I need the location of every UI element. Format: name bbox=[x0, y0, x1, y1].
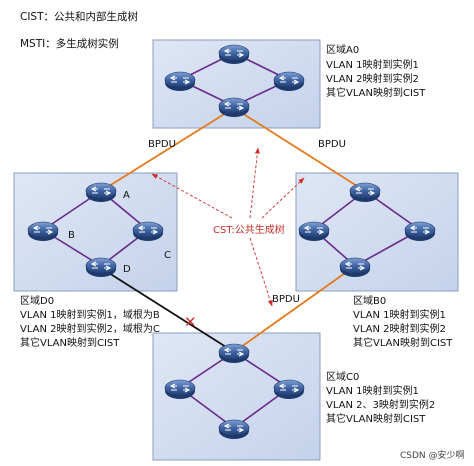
switch-icon-c0-left bbox=[164, 379, 196, 399]
switch-icon-a0-top bbox=[218, 44, 250, 64]
switch-icon-c0-right bbox=[273, 379, 305, 399]
region-a0-vlan1: VLAN 1映射到实例1 bbox=[326, 58, 419, 71]
switch-label-c: C bbox=[164, 250, 171, 261]
switch-icon-b0-bottom bbox=[339, 257, 371, 277]
blocked-port-mark: ✕ bbox=[184, 313, 197, 331]
region-d0-title: 区域D0 bbox=[20, 294, 54, 307]
switch-label-a: A bbox=[123, 190, 130, 201]
region-b0-title: 区域B0 bbox=[353, 294, 386, 307]
switch-icon-c0-bottom bbox=[218, 419, 250, 439]
cst-label: CST:公共生成树 bbox=[213, 223, 285, 236]
link-a0-d0 bbox=[100, 107, 235, 192]
region-b0-vlan1: VLAN 1映射到实例1 bbox=[353, 308, 446, 321]
switch-icon-b0-left bbox=[298, 221, 330, 241]
region-a0-other: 其它VLAN映射到CIST bbox=[326, 86, 426, 99]
bpdu-label-right: BPDU bbox=[318, 139, 346, 150]
switch-icon-d0-d bbox=[85, 257, 117, 277]
watermark: CSDN @安少啊 bbox=[400, 449, 465, 461]
region-d0-vlan2: VLAN 2映射到实例2，域根为C bbox=[20, 322, 160, 335]
legend-msti: MSTI：多生成树实例 bbox=[20, 37, 119, 50]
switch-icon-a0-left bbox=[164, 71, 196, 91]
switch-icon-a0-bottom bbox=[218, 97, 250, 117]
link-a0-b0 bbox=[233, 107, 366, 192]
bpdu-label-bottom: BPDU bbox=[272, 294, 300, 305]
region-d0-other: 其它VLAN映射到CIST bbox=[20, 336, 120, 349]
link-d0-c0-blocked bbox=[100, 267, 235, 353]
switch-label-d: D bbox=[123, 264, 131, 275]
region-b0-vlan2: VLAN 2映射到实例2 bbox=[353, 322, 446, 335]
switch-icon-c0-top bbox=[218, 343, 250, 363]
switch-icon-a0-right bbox=[273, 71, 305, 91]
link-b0-c0 bbox=[233, 265, 356, 353]
region-c0-title: 区域C0 bbox=[326, 370, 359, 383]
cst-arrows bbox=[151, 147, 305, 307]
switch-icon-d0-a bbox=[85, 182, 117, 202]
switch-icon-b0-right bbox=[404, 221, 436, 241]
switch-icon-d0-c bbox=[132, 221, 164, 241]
region-c0-vlan1: VLAN 1映射到实例1 bbox=[326, 384, 419, 397]
region-c0-vlan2: VLAN 2、3映射到实例2 bbox=[326, 398, 435, 411]
switch-icon-d0-b bbox=[27, 221, 59, 241]
switch-icon-b0-top bbox=[349, 182, 381, 202]
bpdu-label-left: BPDU bbox=[148, 139, 176, 150]
region-b0-other: 其它VLAN映射到CIST bbox=[353, 336, 453, 349]
region-a0-vlan2: VLAN 2映射到实例2 bbox=[326, 72, 419, 85]
switch-label-b: B bbox=[68, 230, 75, 241]
switches bbox=[27, 44, 436, 439]
region-a0-title: 区域A0 bbox=[326, 43, 359, 56]
region-c0-other: 其它VLAN映射到CIST bbox=[326, 412, 426, 425]
legend-cist: CIST：公共和内部生成树 bbox=[20, 10, 139, 23]
region-d0-vlan1: VLAN 1映射到实例1，域根为B bbox=[20, 308, 160, 321]
